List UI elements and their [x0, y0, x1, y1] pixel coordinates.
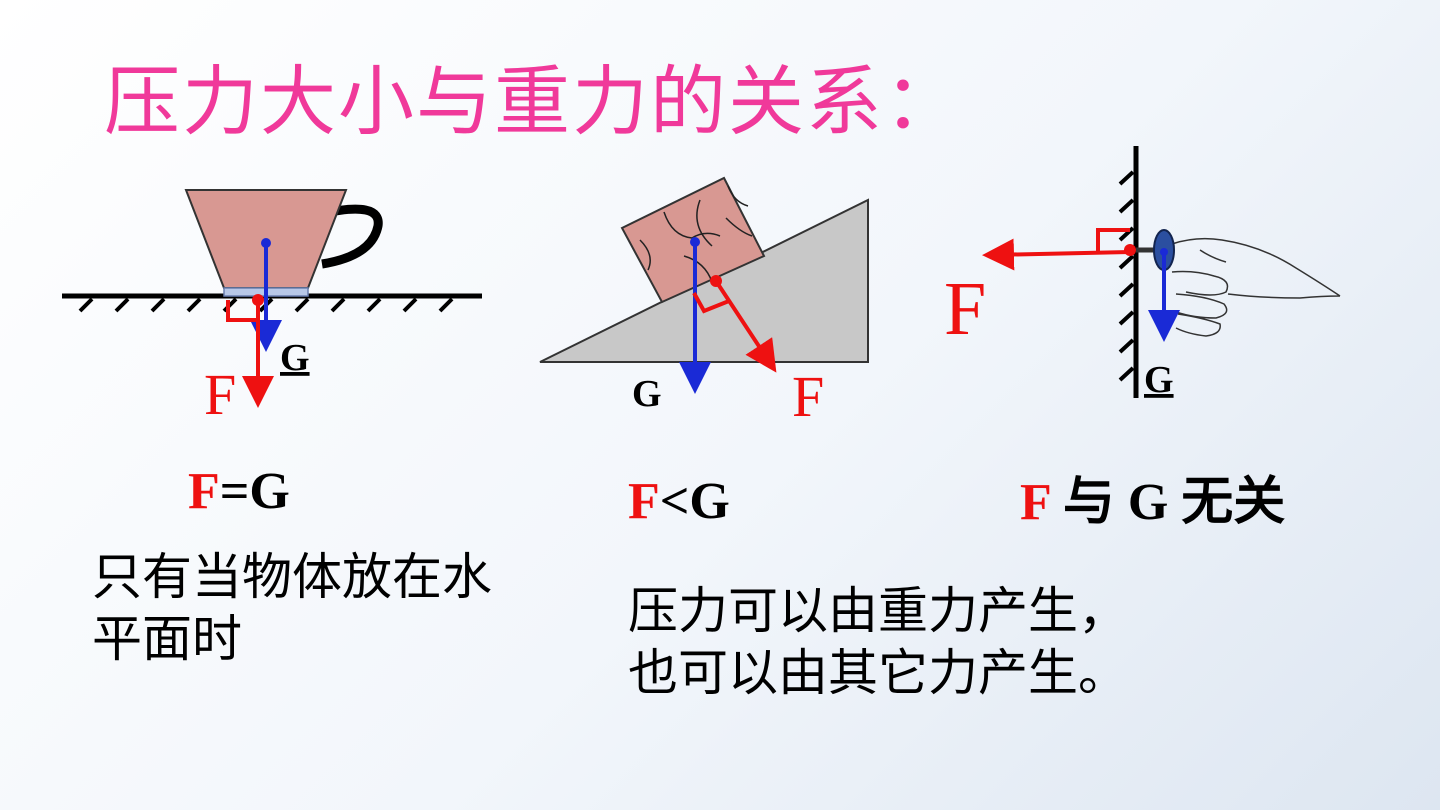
relation-equal: F=G — [188, 462, 290, 521]
relation-f: F — [188, 463, 220, 520]
label-G: G — [1144, 359, 1174, 401]
relation-f: F — [1020, 474, 1050, 531]
cup-scene: G F — [62, 189, 482, 427]
right-angle-mark — [692, 292, 730, 314]
label-F: F — [204, 362, 236, 427]
label-G: G — [632, 373, 662, 415]
note-horizontal: 只有当物体放在水平面时 — [92, 548, 492, 668]
page-title: 压力大小与重力的关系： — [104, 57, 962, 146]
right-angle-mark — [226, 300, 258, 322]
relation-f: F — [628, 473, 660, 530]
label-G: G — [280, 337, 310, 379]
label-F: F — [792, 364, 824, 429]
cup-handle — [319, 204, 383, 269]
wall-hatching — [1118, 170, 1135, 382]
relation-less: F<G — [628, 472, 730, 531]
relation-rest: 与 G 无关 — [1049, 474, 1286, 531]
wall-scene: F G — [944, 146, 1341, 401]
pressure-arrow — [714, 279, 777, 373]
incline-scene: G F — [539, 176, 869, 429]
relation-rest: <G — [659, 473, 730, 530]
relation-rest: =G — [219, 463, 290, 520]
floor-hatching — [78, 297, 454, 313]
label-F: F — [944, 267, 986, 351]
hand — [1171, 237, 1341, 337]
note-pressure-source: 压力可以由重力产生，也可以由其它力产生。 — [628, 582, 1128, 702]
pressure-point — [1124, 244, 1136, 256]
right-angle-mark — [1096, 228, 1130, 252]
relation-independent: F 与 G 无关 — [1018, 472, 1288, 534]
pressure-arrow — [982, 238, 1131, 271]
